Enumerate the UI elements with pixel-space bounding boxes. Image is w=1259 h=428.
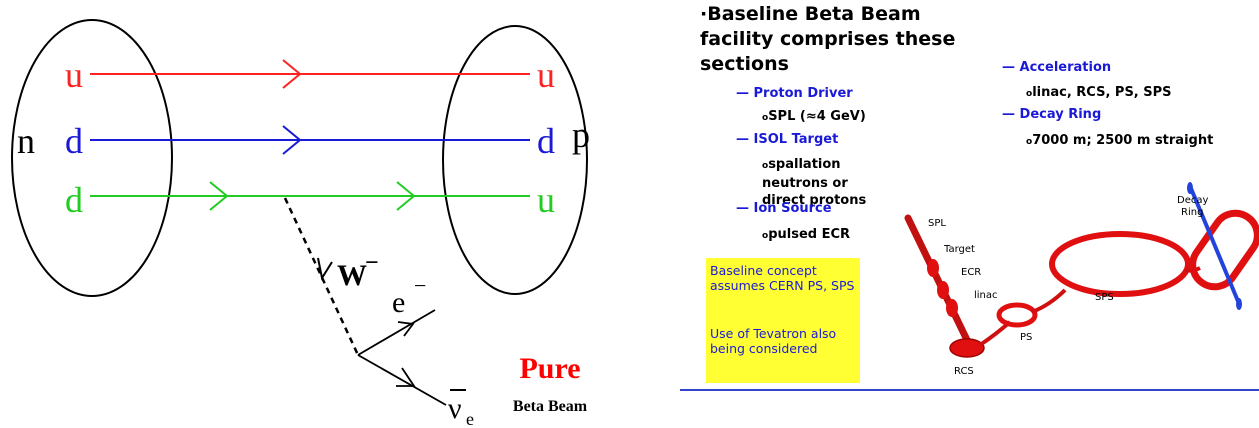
map-label-ps: PS	[1020, 332, 1032, 343]
ps-to-sps-line	[1031, 288, 1067, 314]
neutrino-subscript: e	[466, 409, 474, 428]
rcs-ring	[949, 338, 985, 358]
section-acceleration: — Acceleration	[1002, 60, 1112, 75]
facility-slide: ·Baseline Beta Beam facility comprises t…	[680, 0, 1259, 428]
neutron-ellipse	[11, 19, 173, 297]
heading-text: Baseline Beta Beam facility comprises th…	[700, 3, 956, 75]
decay-end-upper	[1187, 182, 1193, 194]
electron-label: e	[392, 286, 405, 319]
callout-box: Baseline concept assumes CERN PS, SPS Us…	[706, 258, 860, 383]
neutron-label: n	[17, 121, 35, 161]
w-boson-label: W	[337, 259, 367, 292]
sps-to-decay-line	[1184, 266, 1201, 273]
beta-decay-svg: u d d u d u n p W − e − ν e Pure Beta Be…	[11, 19, 590, 428]
heading-bullet: ·	[700, 3, 708, 25]
map-label-spl: SPL	[928, 218, 946, 229]
proton-ellipse	[442, 25, 588, 295]
decay-straight-section	[1188, 185, 1242, 307]
quark-label-d1: d	[65, 121, 83, 161]
item-spallation: ospallation neutrons or direct protons	[762, 157, 867, 208]
decay-end-lower	[1236, 298, 1242, 310]
map-label-linac: linac	[974, 290, 998, 301]
proton-label: p	[572, 115, 590, 155]
map-label-target: Target	[943, 244, 975, 255]
section-proton-driver: — Proton Driver	[736, 86, 853, 101]
map-label-decay: Decay	[1177, 195, 1208, 206]
neutrino-line	[357, 354, 447, 406]
u-quark-arrow	[282, 59, 302, 89]
map-label-ring: Ring	[1181, 207, 1203, 218]
item-spl: oSPL (≈4 GeV)	[762, 109, 866, 124]
slide-bottom-rule	[680, 389, 1259, 391]
quark-label-u-right2: u	[537, 180, 555, 220]
rcs-to-ps-line	[978, 320, 1012, 347]
section-isol-target: — ISOL Target	[736, 132, 839, 147]
item-linac: olinac, RCS, PS, SPS	[1026, 85, 1172, 100]
u2-quark-arrow-right	[396, 181, 416, 211]
item-decay-ring-length: o7000 m; 2500 m straight	[1026, 133, 1214, 148]
callout-line2: Use of Tevatron also being considered	[710, 326, 837, 356]
section-decay-ring: — Decay Ring	[1002, 107, 1102, 122]
w-boson-line	[283, 197, 360, 356]
quark-label-u-right1: u	[537, 55, 555, 95]
ps-ring	[996, 302, 1038, 328]
caption-beta-beam: Beta Beam	[513, 398, 588, 415]
w-boson-charge: −	[365, 250, 379, 276]
electron-line	[357, 309, 436, 356]
w-boson-arrow	[317, 257, 333, 281]
neutrino-label: ν	[448, 392, 462, 425]
quark-label-d2: d	[65, 180, 83, 220]
slide-heading: ·Baseline Beta Beam facility comprises t…	[700, 2, 1000, 77]
caption-pure: Pure	[519, 352, 580, 385]
quark-label-d-right: d	[537, 121, 555, 161]
sps-ring	[1049, 231, 1191, 297]
quark-label-u1: u	[65, 55, 83, 95]
d2-quark-arrow-left	[209, 181, 229, 211]
ecr-module	[937, 281, 949, 299]
electron-arrow	[397, 321, 415, 337]
map-label-rcs: RCS	[954, 366, 974, 377]
d-quark-arrow	[282, 125, 302, 155]
beta-decay-diagram: u d d u d u n p W − e − ν e Pure Beta Be…	[11, 19, 590, 428]
linac-module	[946, 299, 958, 317]
neutrino-arrow	[396, 367, 416, 387]
electron-charge: −	[414, 273, 426, 298]
map-label-sps: SPS	[1095, 292, 1114, 303]
linac-line	[904, 214, 971, 344]
target-module	[927, 259, 939, 277]
decay-ring	[1189, 209, 1259, 291]
section-ion-source: — Ion Source	[736, 201, 832, 216]
map-label-ecr: ECR	[961, 267, 981, 278]
callout-line1: Baseline concept assumes CERN PS, SPS	[710, 263, 855, 293]
item-pulsed-ecr: opulsed ECR	[762, 227, 851, 242]
